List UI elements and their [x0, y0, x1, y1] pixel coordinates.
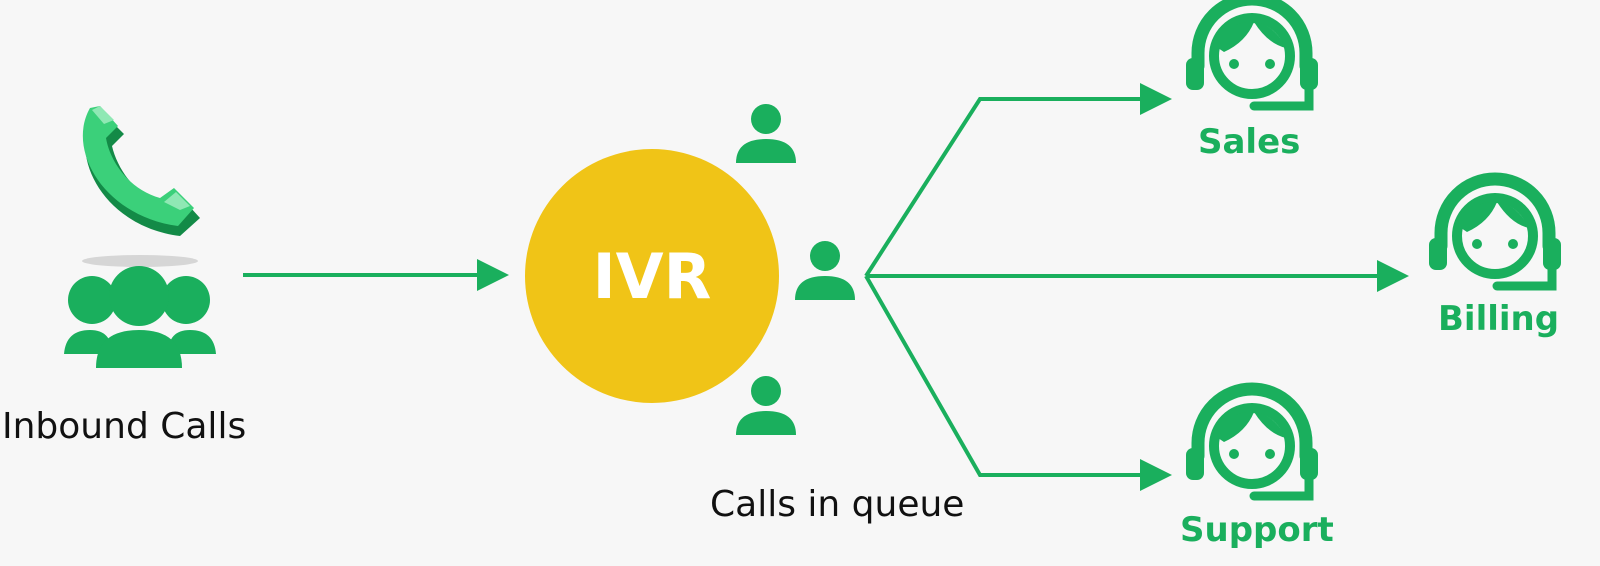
phone-shadow	[82, 255, 198, 267]
ivr-node	[525, 149, 779, 403]
ivr-label: IVR	[592, 239, 712, 313]
destination-label-support: Support	[1180, 510, 1334, 550]
person-icon	[736, 376, 796, 435]
routing-arrows	[864, 83, 1409, 491]
headset-agent-icon	[1186, 389, 1318, 496]
person-icon	[795, 241, 855, 300]
phone-icon	[82, 106, 200, 236]
headset-agent-icon	[1186, 0, 1318, 106]
person-icon	[736, 104, 796, 163]
destination-label-sales: Sales	[1198, 122, 1301, 162]
group-of-people-icon	[64, 266, 216, 368]
inbound-calls-label: Inbound Calls	[2, 406, 247, 447]
arrow-to-sales	[864, 83, 1172, 278]
calls-in-queue-label: Calls in queue	[710, 484, 965, 525]
arrow-to-support	[864, 275, 1172, 491]
destination-label-billing: Billing	[1438, 299, 1560, 339]
headset-agent-icon	[1429, 179, 1561, 286]
